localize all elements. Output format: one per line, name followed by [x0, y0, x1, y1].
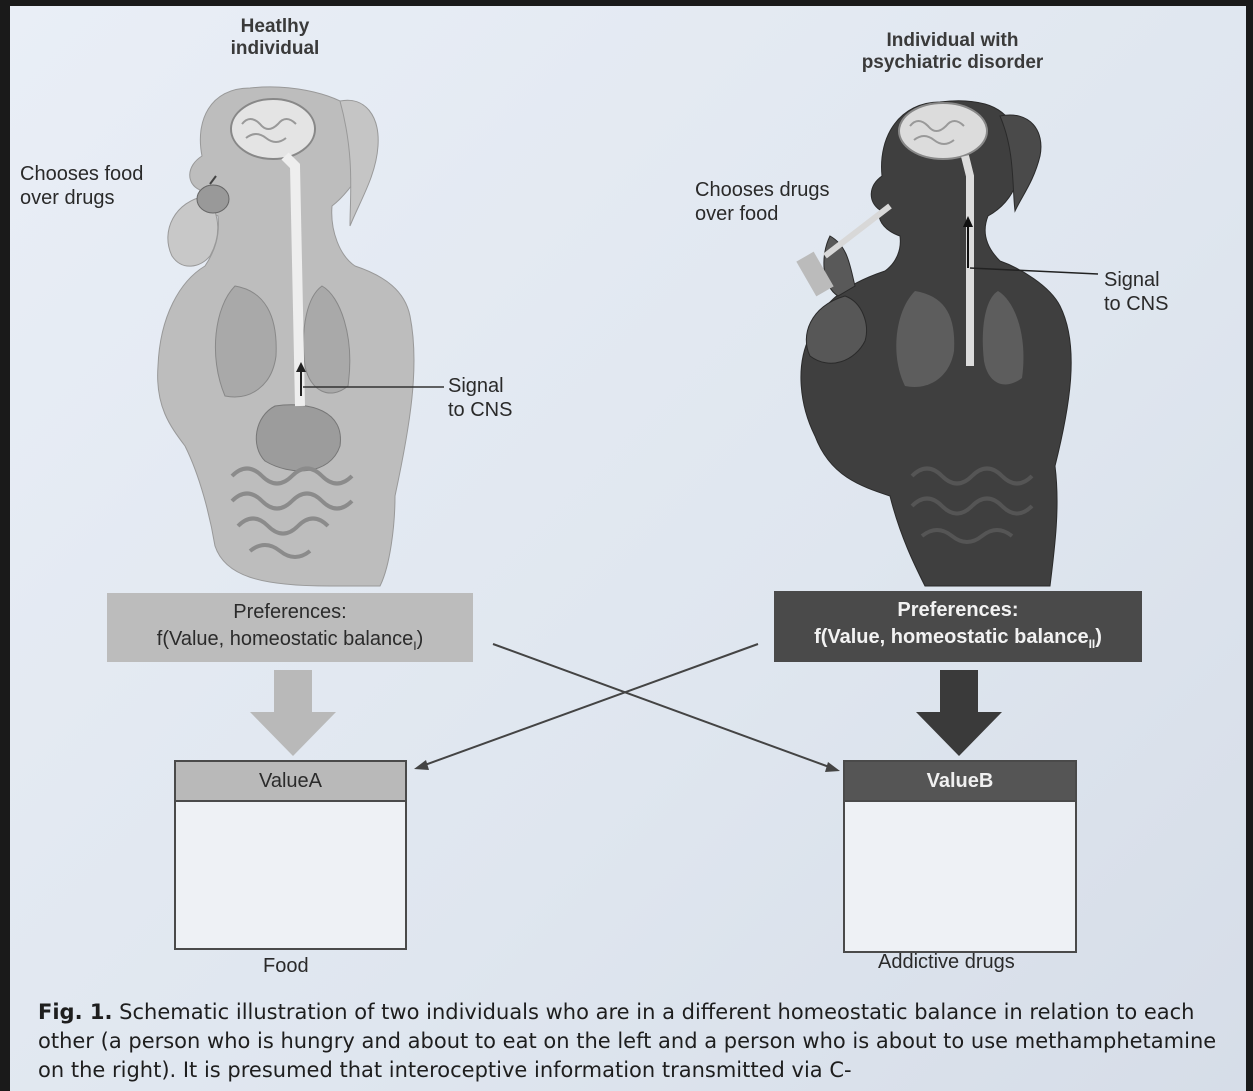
disorder-signal-line2: to CNS — [1104, 292, 1168, 316]
healthy-choice-line2: over drugs — [20, 186, 143, 210]
healthy-pref-close: ) — [417, 628, 424, 650]
disorder-choice-label: Chooses drugs over food — [695, 178, 830, 226]
disorder-choice-line1: Chooses drugs — [695, 178, 830, 202]
cross-arrow-to-valueA — [414, 644, 758, 770]
disorder-preferences-box: Preferences: f(Value, homeostatic balanc… — [774, 591, 1142, 662]
valueB-label: ValueB — [845, 762, 1075, 802]
disorder-choice-line2: over food — [695, 202, 830, 226]
healthy-signal-line2: to CNS — [448, 398, 512, 422]
cross-arrow-to-valueB — [493, 644, 840, 772]
healthy-pref-line2: f(Value, homeostatic balanceI) — [107, 626, 473, 660]
healthy-preferences-box: Preferences: f(Value, homeostatic balanc… — [107, 593, 473, 662]
food-caption: Food — [263, 954, 309, 978]
disorder-title-line1: Individual with — [845, 30, 1060, 52]
valueA-box: ValueA — [174, 760, 407, 950]
healthy-title-line1: Heatlhy — [195, 16, 355, 38]
healthy-pref-line1: Preferences: — [107, 599, 473, 626]
disorder-title-line2: psychiatric disorder — [845, 52, 1060, 74]
disorder-brain-icon — [899, 103, 987, 159]
disorder-title: Individual with psychiatric disorder — [845, 30, 1060, 74]
disorder-pref-formula: f(Value, homeostatic balance — [814, 626, 1089, 648]
healthy-choice-label: Chooses food over drugs — [20, 162, 143, 210]
figure-caption: Fig. 1. Schematic illustration of two in… — [38, 998, 1218, 1085]
disorder-pref-line1: Preferences: — [774, 597, 1142, 624]
disorder-signal-label: Signal to CNS — [1104, 268, 1168, 316]
disorder-pref-line2: f(Value, homeostatic balanceII) — [774, 624, 1142, 658]
valueB-box: ValueB — [843, 760, 1077, 953]
healthy-title-line2: individual — [195, 38, 355, 60]
block-arrow-left — [250, 670, 336, 756]
figure-caption-text: Schematic illustration of two individual… — [38, 1000, 1216, 1082]
healthy-signal-label: Signal to CNS — [448, 374, 512, 422]
healthy-brain-icon — [231, 99, 315, 159]
disorder-signal-line1: Signal — [1104, 268, 1168, 292]
healthy-signal-line1: Signal — [448, 374, 512, 398]
healthy-title: Heatlhy individual — [195, 16, 355, 60]
healthy-stomach-icon — [256, 405, 340, 471]
drugs-caption: Addictive drugs — [878, 950, 1015, 974]
block-arrow-right — [916, 670, 1002, 756]
figure-page: Heatlhy individual Chooses food over dru… — [10, 6, 1246, 1091]
healthy-pref-formula: f(Value, homeostatic balance — [157, 628, 413, 650]
valueA-label: ValueA — [176, 762, 405, 802]
disorder-pref-close: ) — [1095, 626, 1102, 648]
figure-caption-label: Fig. 1. — [38, 1000, 112, 1024]
healthy-choice-line1: Chooses food — [20, 162, 143, 186]
